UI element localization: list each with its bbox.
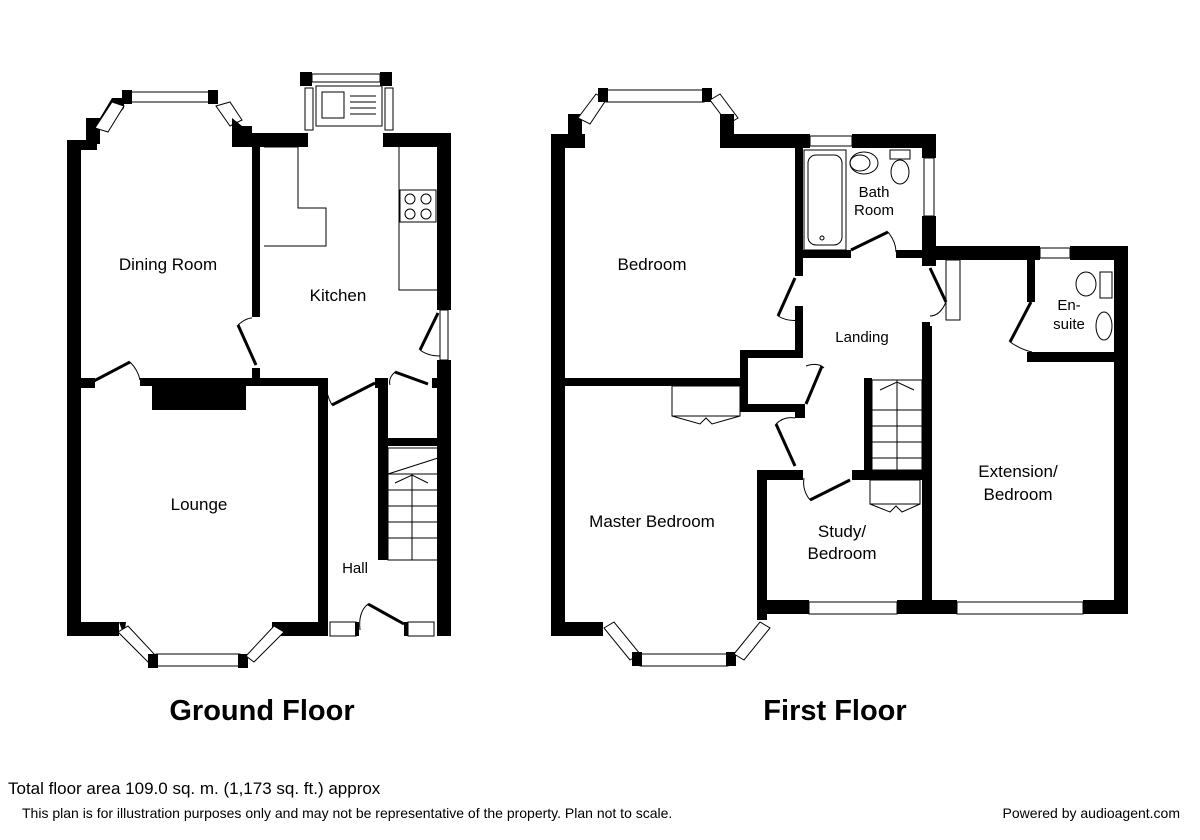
room-label-bedroom: Bedroom: [618, 255, 687, 274]
ground-floor-plan: [67, 72, 451, 668]
ground-floor-title: Ground Floor: [169, 695, 354, 727]
room-label-ensuite-line2: suite: [1053, 316, 1085, 333]
room-label-master-bedroom: Master Bedroom: [589, 512, 715, 531]
first-floor-plan: [551, 88, 1128, 667]
powered-by-text: Powered by audioagent.com: [1002, 805, 1180, 821]
room-label-kitchen: Kitchen: [310, 286, 367, 305]
disclaimer-text: This plan is for illustration purposes o…: [22, 805, 673, 821]
room-label-bathroom-line2: Room: [854, 202, 894, 219]
first-floor-title: First Floor: [763, 695, 906, 727]
room-label-bathroom-line1: Bath: [859, 184, 890, 201]
room-label-extension-line2: Bedroom: [984, 485, 1053, 504]
room-label-landing: Landing: [835, 329, 888, 346]
room-label-ensuite-line1: En-: [1057, 297, 1080, 314]
room-label-extension-line1: Extension/: [978, 462, 1058, 481]
room-label-dining-room: Dining Room: [119, 255, 217, 274]
room-label-lounge: Lounge: [171, 495, 228, 514]
room-label-hall: Hall: [342, 560, 368, 577]
room-label-study-line2: Bedroom: [808, 544, 877, 563]
total-floor-area: Total floor area 109.0 sq. m. (1,173 sq.…: [8, 779, 381, 798]
room-label-study-line1: Study/: [818, 522, 866, 541]
